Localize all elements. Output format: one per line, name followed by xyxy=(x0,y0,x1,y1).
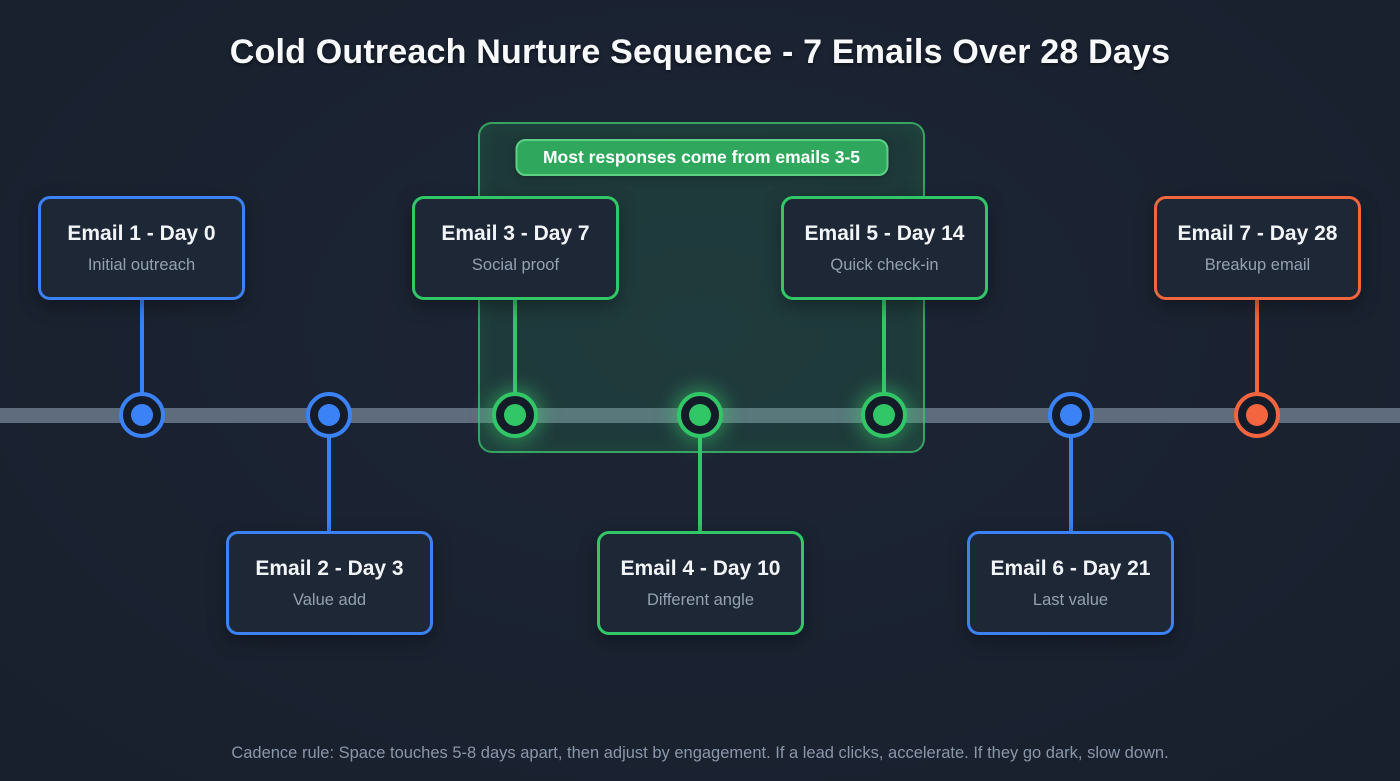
email-card-title: Email 4 - Day 10 xyxy=(620,556,781,580)
node-dot-icon xyxy=(318,404,340,426)
node-dot-icon xyxy=(504,404,526,426)
email-card-title: Email 6 - Day 21 xyxy=(990,556,1151,580)
page-title: Cold Outreach Nurture Sequence - 7 Email… xyxy=(229,33,1171,71)
connector-email-7 xyxy=(1255,298,1259,415)
email-card-subtitle: Last value xyxy=(1032,590,1109,609)
email-card-4: Email 4 - Day 10 Different angle xyxy=(597,531,804,635)
highlight-badge: Most responses come from emails 3-5 xyxy=(514,139,889,176)
connector-email-1 xyxy=(140,298,144,415)
connector-email-4 xyxy=(698,415,702,532)
email-card-subtitle: Value add xyxy=(292,590,367,609)
timeline-node-7 xyxy=(1234,392,1280,438)
timeline-node-4 xyxy=(677,392,723,438)
node-dot-icon xyxy=(131,404,153,426)
timeline-node-3 xyxy=(492,392,538,438)
email-card-2: Email 2 - Day 3 Value add xyxy=(226,531,433,635)
email-card-title: Email 5 - Day 14 xyxy=(804,221,965,245)
email-card-5: Email 5 - Day 14 Quick check-in xyxy=(781,196,988,300)
connector-email-6 xyxy=(1069,415,1073,532)
connector-email-2 xyxy=(327,415,331,532)
cadence-rule-note: Cadence rule: Space touches 5-8 days apa… xyxy=(231,744,1169,762)
connector-email-3 xyxy=(513,298,517,415)
email-card-title: Email 1 - Day 0 xyxy=(67,221,216,245)
email-card-subtitle: Breakup email xyxy=(1204,255,1311,274)
connector-email-5 xyxy=(882,298,886,415)
email-card-title: Email 3 - Day 7 xyxy=(441,221,590,245)
node-dot-icon xyxy=(873,404,895,426)
email-card-subtitle: Initial outreach xyxy=(87,255,196,274)
email-card-7: Email 7 - Day 28 Breakup email xyxy=(1154,196,1361,300)
node-dot-icon xyxy=(1246,404,1268,426)
node-dot-icon xyxy=(1060,404,1082,426)
email-card-subtitle: Social proof xyxy=(471,255,560,274)
email-card-subtitle: Quick check-in xyxy=(830,255,939,274)
timeline-node-2 xyxy=(306,392,352,438)
email-card-title: Email 7 - Day 28 xyxy=(1177,221,1338,245)
email-card-6: Email 6 - Day 21 Last value xyxy=(967,531,1174,635)
timeline-node-6 xyxy=(1048,392,1094,438)
email-card-1: Email 1 - Day 0 Initial outreach xyxy=(38,196,245,300)
node-dot-icon xyxy=(689,404,711,426)
email-card-subtitle: Different angle xyxy=(646,590,755,609)
timeline-node-1 xyxy=(119,392,165,438)
timeline-node-5 xyxy=(861,392,907,438)
email-card-3: Email 3 - Day 7 Social proof xyxy=(412,196,619,300)
email-card-title: Email 2 - Day 3 xyxy=(255,556,404,580)
